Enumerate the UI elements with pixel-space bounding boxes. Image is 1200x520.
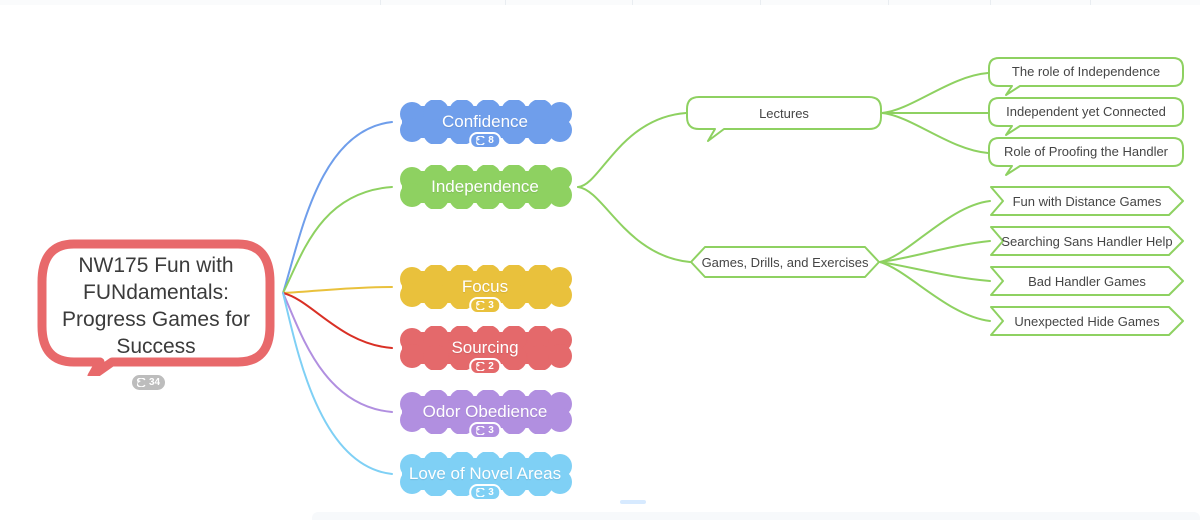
branch-node-independence[interactable]: Independence (392, 165, 578, 209)
branch-badge-count-focus: 3 (488, 299, 494, 311)
scrollbar-thumb[interactable] (620, 500, 646, 504)
bottom-panel-edge (312, 512, 1200, 520)
branch-badge-love-of-novel-areas[interactable]: 3 (469, 484, 501, 501)
branch-badge-odor-obedience[interactable]: 3 (469, 422, 501, 439)
leaf-label-unexpected-hide-games: Unexpected Hide Games (1014, 313, 1160, 329)
root-collapse-badge[interactable]: 34 (132, 375, 166, 390)
branch-node-odor-obedience[interactable]: Odor Obedience 3 (392, 390, 578, 439)
leaf-node-fun-with-distance-games[interactable]: Fun with Distance Games (990, 186, 1184, 216)
branch-badge-sourcing[interactable]: 2 (469, 358, 501, 375)
leaf-label-independent-yet-connected: Independent yet Connected (1006, 104, 1166, 119)
leaf-node-bad-handler-games[interactable]: Bad Handler Games (990, 266, 1184, 296)
collapse-arrow-icon (476, 301, 485, 310)
leaf-label-role-of-proofing-the-handler: Role of Proofing the Handler (1003, 144, 1169, 159)
root-node[interactable]: NW175 Fun with FUNdamentals: Progress Ga… (34, 236, 278, 376)
subtopic-node-lectures[interactable]: Lectures (686, 96, 882, 142)
root-label: NW175 Fun with FUNdamentals: Progress Ga… (62, 254, 250, 358)
leaf-node-independent-yet-connected[interactable]: Independent yet Connected (988, 97, 1184, 136)
leaf-node-unexpected-hide-games[interactable]: Unexpected Hide Games (990, 306, 1184, 336)
branch-node-love-of-novel-areas[interactable]: Love of Novel Areas 3 (392, 452, 578, 501)
root-bubble-shape: NW175 Fun with FUNdamentals: Progress Ga… (34, 236, 278, 376)
leaf-node-searching-sans-handler-help[interactable]: Searching Sans Handler Help (990, 226, 1184, 256)
top-toolbar-edge (0, 0, 1200, 5)
branch-node-focus[interactable]: Focus 3 (392, 265, 578, 314)
root-badge-count: 34 (149, 376, 161, 388)
branch-badge-count-confidence: 8 (488, 134, 494, 146)
leaf-label-searching-sans-handler-help: Searching Sans Handler Help (1001, 233, 1173, 249)
collapse-arrow-icon (476, 136, 485, 145)
collapse-arrow-icon (476, 426, 485, 435)
collapse-arrow-icon (476, 362, 485, 371)
branch-badge-count-sourcing: 2 (488, 360, 494, 372)
subtopic-node-games-drills-exercises[interactable]: Games, Drills, and Exercises (690, 246, 880, 278)
subtopic-label-games-drills-exercises: Games, Drills, and Exercises (701, 254, 869, 270)
branch-badge-count-love-of-novel-areas: 3 (488, 486, 494, 498)
branch-node-confidence[interactable]: Confidence 8 (392, 100, 578, 149)
leaf-label-fun-with-distance-games: Fun with Distance Games (1012, 193, 1162, 209)
branch-badge-focus[interactable]: 3 (469, 297, 501, 314)
subtopic-label-lectures: Lectures (759, 105, 809, 121)
collapse-arrow-icon (476, 488, 485, 497)
leaf-node-role-of-proofing-the-handler[interactable]: Role of Proofing the Handler (988, 137, 1184, 176)
leaf-node-role-of-independence[interactable]: The role of Independence (988, 57, 1184, 96)
branch-badge-count-odor-obedience: 3 (488, 424, 494, 436)
leaf-label-bad-handler-games: Bad Handler Games (1028, 273, 1146, 289)
branch-badge-confidence[interactable]: 8 (469, 132, 501, 149)
collapse-arrow-icon (137, 378, 146, 387)
branch-node-sourcing[interactable]: Sourcing 2 (392, 326, 578, 375)
leaf-label-role-of-independence: The role of Independence (1011, 64, 1161, 79)
